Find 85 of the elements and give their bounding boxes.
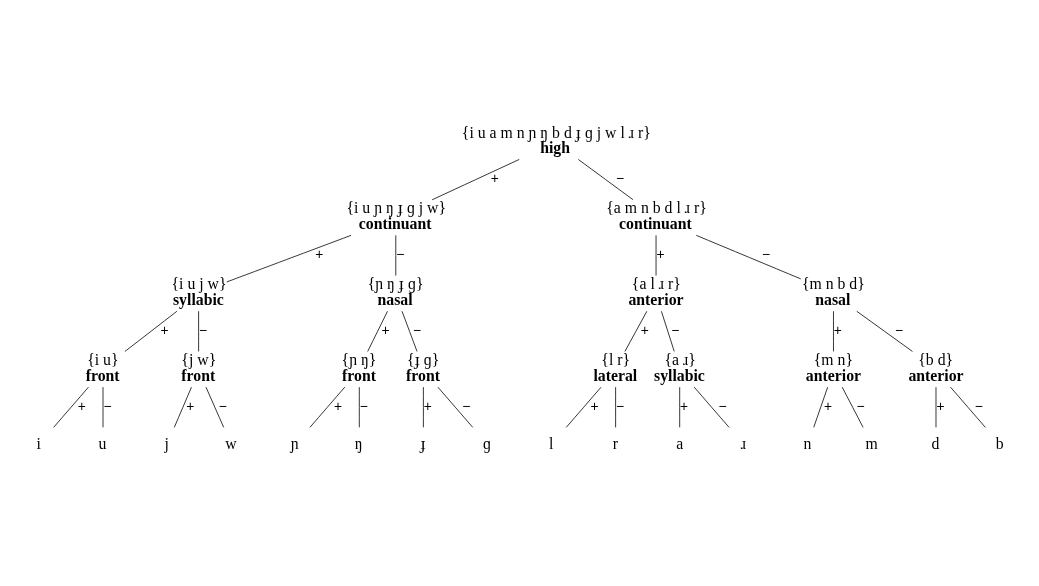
node-text: {b d} anterior (908, 350, 964, 384)
connector (431, 158, 520, 200)
node-text: r (612, 434, 618, 452)
connector (565, 386, 602, 428)
connector (833, 310, 834, 352)
edge-label: − (396, 246, 405, 262)
edge-label: + (334, 398, 343, 414)
node-text: {ɲ ŋ} front (341, 350, 377, 384)
node-text: {i u a m n ɲ ŋ b d ɟ ɡ j w l ɹ r} high (461, 123, 651, 156)
edge-label: − (103, 398, 112, 414)
connector (813, 386, 829, 428)
node-text: ŋ (354, 434, 363, 452)
edge-label: + (640, 322, 649, 338)
node-text: l (549, 434, 554, 452)
connector (695, 234, 802, 279)
node-text: d (931, 434, 940, 452)
edge-label: − (462, 398, 471, 414)
edge-label: − (895, 322, 904, 338)
edge-label: + (315, 246, 324, 262)
node-text: {ɟ ɡ} front (406, 350, 441, 384)
edge-label: + (423, 398, 432, 414)
node-text: {m n} anterior (805, 350, 862, 384)
node-text: w (225, 434, 237, 452)
connector (437, 386, 474, 428)
connector (615, 386, 616, 428)
node-text: i (36, 434, 41, 452)
node-text: b (995, 434, 1004, 452)
edge-label: + (824, 398, 833, 414)
node-text: {i u ɲ ŋ ɟ ɡ j w} continuant (346, 198, 447, 232)
edge-label: + (77, 398, 86, 414)
edge-label: − (616, 398, 625, 414)
edge-label: + (160, 322, 169, 338)
connector (401, 310, 418, 352)
connector (693, 386, 730, 428)
connector (173, 386, 192, 428)
edge-label: − (974, 398, 983, 414)
connector (124, 310, 178, 352)
node-text: {i u j w} syllabic (171, 274, 227, 308)
edge-label: + (490, 170, 499, 186)
edge-label: − (412, 322, 422, 338)
edge-label: + (590, 398, 599, 414)
edge-label: + (680, 398, 689, 414)
connector (950, 386, 986, 428)
connector (198, 310, 199, 352)
edge-label: − (199, 322, 208, 338)
node-text: {i u} front (85, 350, 120, 384)
connector (577, 158, 634, 200)
node-text: {a m n b d l ɹ r} continuant (606, 198, 707, 232)
edge-label: − (718, 398, 727, 414)
connector (205, 386, 225, 428)
connector (53, 386, 89, 428)
edge-label: + (186, 398, 195, 414)
connector (367, 310, 388, 352)
edge-label: − (856, 398, 865, 414)
connector (423, 386, 424, 428)
edge-label: − (616, 170, 625, 186)
connector (226, 234, 352, 282)
node-text: {a ɹ} syllabic (654, 350, 705, 384)
edge-label: − (671, 322, 680, 338)
connector (624, 310, 648, 352)
node-text: m (865, 434, 878, 452)
node-text: {l r} lateral (593, 350, 638, 384)
node-text: ɹ (740, 434, 747, 452)
node-text: {j w} front (181, 350, 217, 384)
node-text: {m n b d} nasal (801, 274, 865, 308)
node-text: u (98, 434, 107, 452)
node-text: ɡ (483, 434, 491, 452)
edge-label: − (359, 398, 368, 414)
node-text: n (803, 434, 812, 452)
node-text: j (164, 434, 169, 452)
node-text: {ɲ ŋ ɟ ɡ} nasal (367, 274, 424, 308)
node-text: ɟ (420, 434, 426, 452)
edge-label: − (761, 246, 770, 262)
edge-label: − (218, 398, 227, 414)
connector (661, 310, 675, 352)
edge-label: + (833, 322, 842, 338)
node-text: ɲ (290, 434, 299, 452)
node-text: {a l ɹ r} anterior (628, 274, 684, 308)
edge-label: + (936, 398, 945, 414)
connector (856, 310, 913, 352)
edge-label: + (656, 246, 665, 262)
node-text: a (676, 434, 684, 452)
connector (841, 386, 864, 428)
connector (309, 386, 346, 428)
edge-label: + (381, 322, 390, 338)
